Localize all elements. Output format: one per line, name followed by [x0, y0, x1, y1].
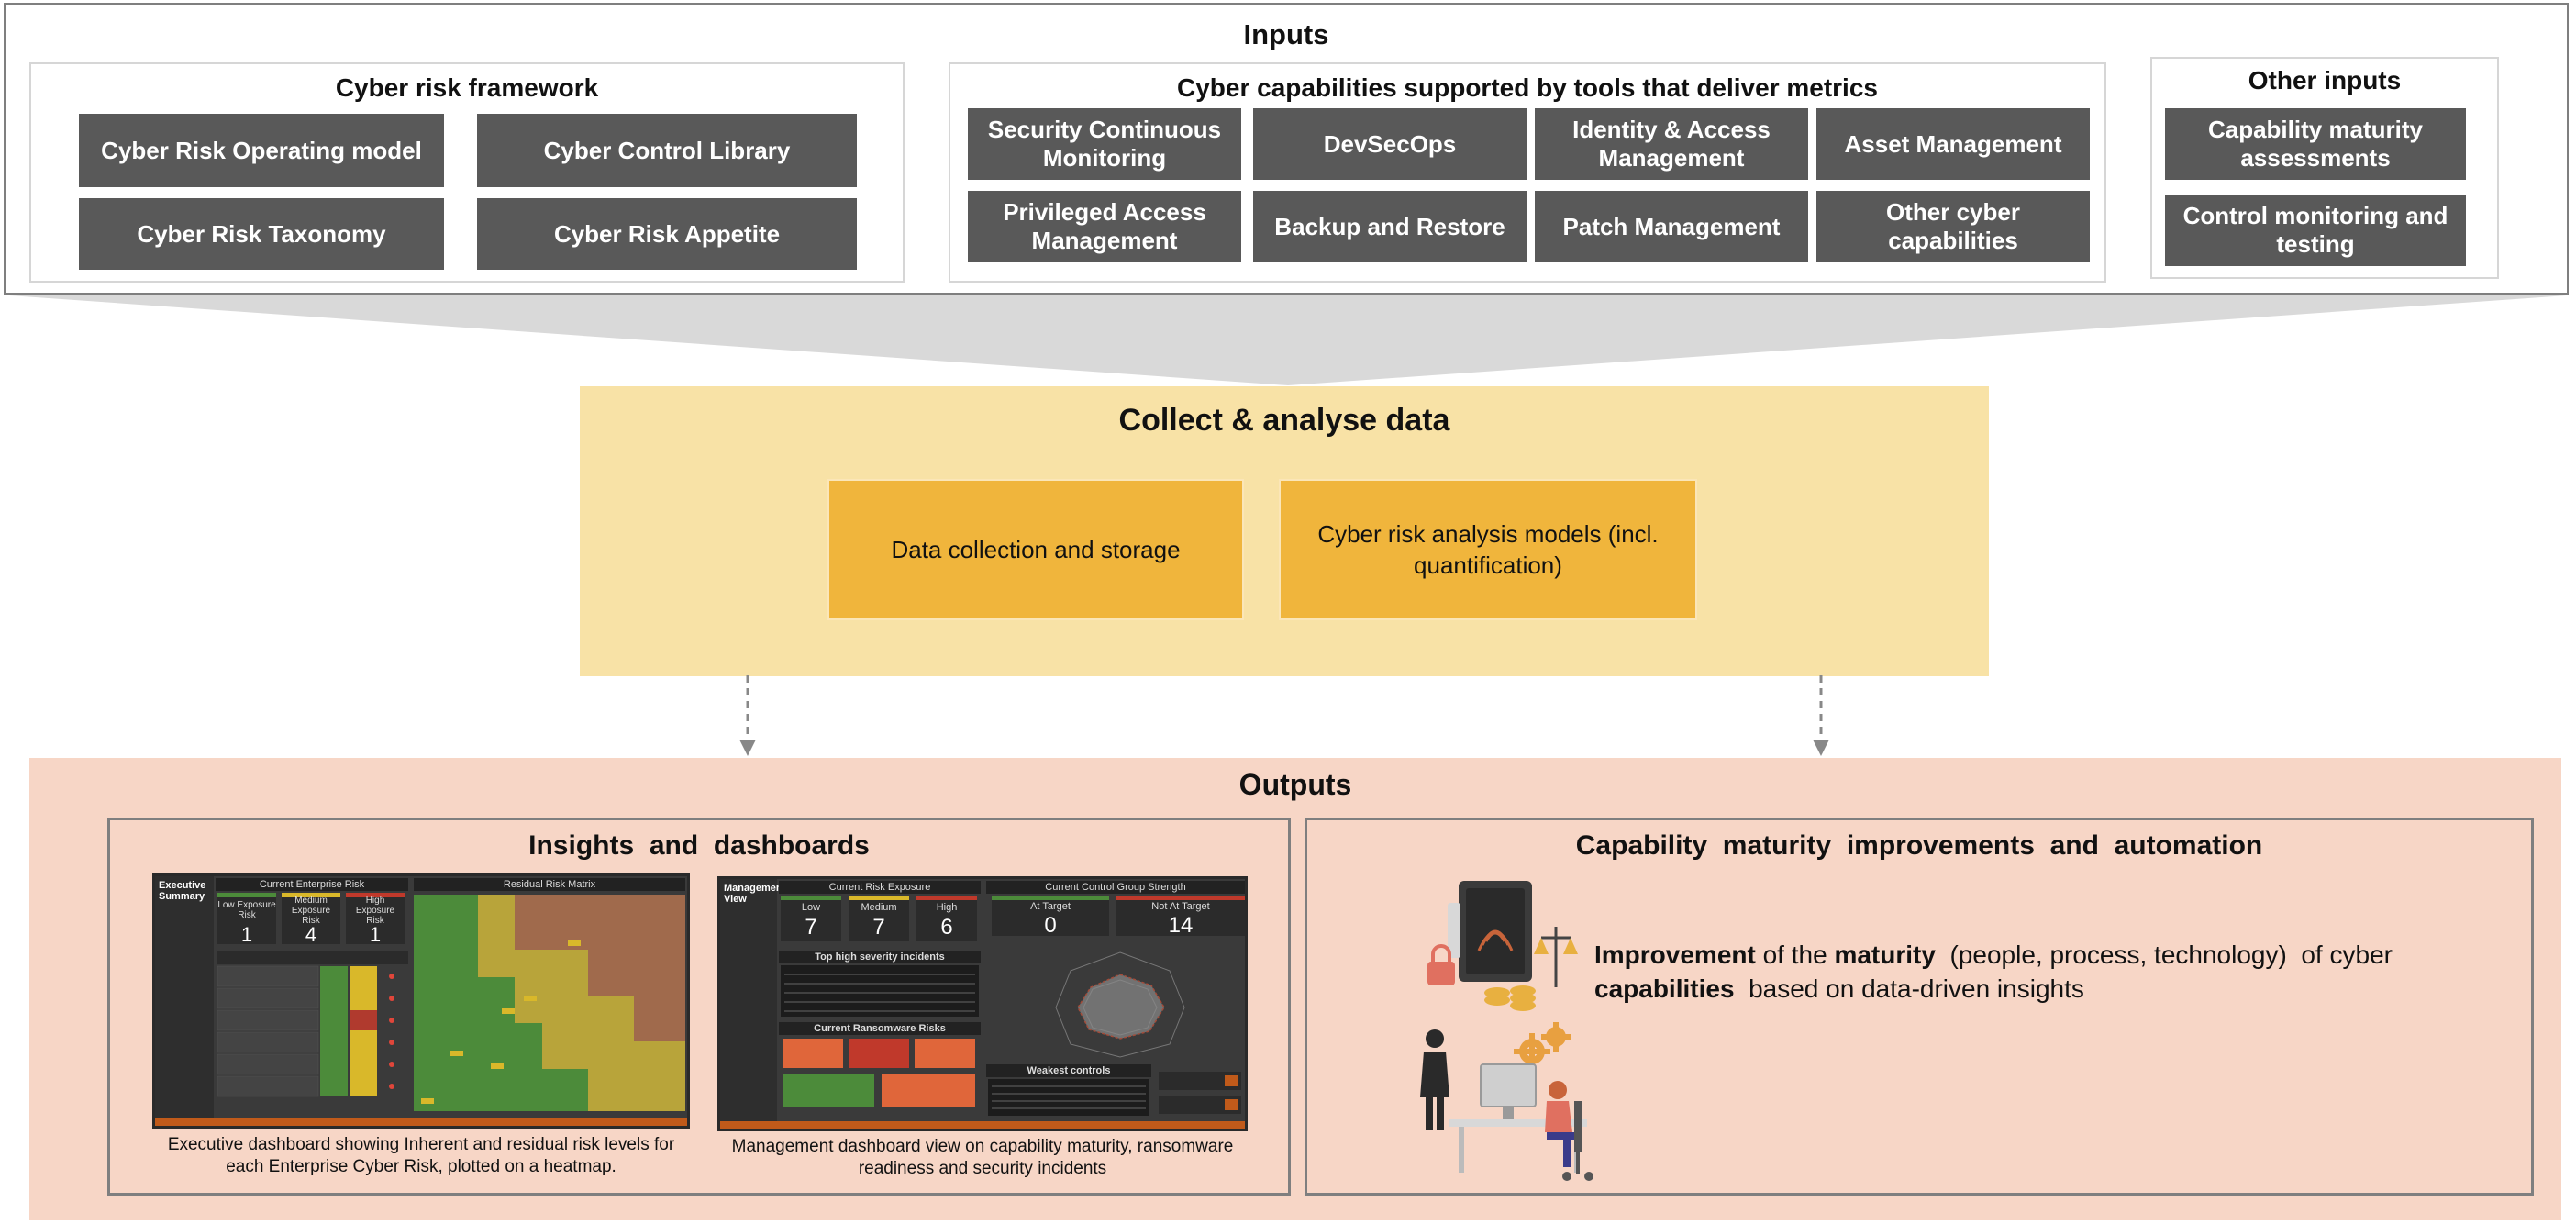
kpi-value: 7	[805, 915, 817, 940]
mgmt-kpi-medium: Medium 7	[849, 896, 909, 941]
capability-item: Asset Management	[1816, 108, 2090, 180]
kpi-label: High	[936, 902, 958, 913]
capability-item: Privileged Access Management	[968, 191, 1241, 262]
mgmt-side-title: Management View	[724, 883, 786, 905]
mgmt-target-at: At Target 0	[992, 896, 1109, 938]
other-inputs-title: Other inputs	[2248, 66, 2402, 95]
target-value: 14	[1168, 913, 1194, 938]
mgmt-dashboard-caption: Management dashboard view on capability …	[731, 1137, 1234, 1178]
outputs-title: Outputs	[1238, 767, 1352, 801]
mgmt-incidents-table	[781, 965, 979, 1017]
capability-title: Capability maturity improvements and aut…	[1575, 830, 2263, 861]
capability-item: Backup and Restore	[1253, 191, 1527, 262]
exec-side-title: Executive Summary	[159, 880, 206, 902]
text-part: capabilities	[1594, 974, 1735, 1003]
capabilities-title: Cyber capabilities supported by tools th…	[1177, 73, 1878, 102]
mgmt-target-not: Not At Target 14	[1116, 896, 1245, 938]
text-part: of the	[1755, 940, 1835, 969]
insights-title: Insights and dashboards	[528, 830, 870, 861]
capability-item: Other cyber capabilities	[1816, 191, 2090, 262]
arrow-left	[739, 675, 756, 756]
mgmt-radar-chart	[1055, 951, 1185, 1058]
framework-item: Cyber Risk Appetite	[477, 198, 857, 270]
capability-item: Patch Management	[1535, 191, 1808, 262]
executive-dashboard: Executive Summary Current Enterprise Ris…	[152, 873, 690, 1129]
target-label: At Target	[1030, 901, 1071, 912]
kpi-value: 7	[872, 915, 885, 940]
mgmt-sidebar	[720, 879, 777, 1129]
arrow-right	[1813, 675, 1829, 756]
kpi-label: Low Exposure Risk	[217, 900, 276, 920]
other-input-item: Capability maturity assessments	[2165, 108, 2466, 180]
kpi-label: Medium	[861, 902, 897, 913]
exec-dashboard-caption: Executive dashboard showing Inherent and…	[167, 1135, 675, 1176]
kpi-label: Medium Exposure Risk	[291, 895, 331, 926]
exec-kpi-medium: Medium Exposure Risk 4	[282, 893, 340, 946]
other-input-item: Control monitoring and testing	[2165, 195, 2466, 266]
collect-item: Data collection and storage	[827, 479, 1244, 620]
kpi-label: High Exposure Risk	[355, 895, 395, 926]
framework-item: Cyber Risk Taxonomy	[79, 198, 444, 270]
kpi-value: 1	[240, 923, 253, 946]
exec-risk-table	[217, 951, 408, 1097]
mgmt-ransomware-title: Current Ransomware Risks	[779, 1022, 981, 1035]
framework-item: Cyber Control Library	[477, 114, 857, 187]
text-part: (people, process, technology) of cyber	[1935, 940, 2400, 969]
target-label: Not At Target	[1151, 901, 1210, 912]
text-part: Improvement	[1594, 940, 1756, 969]
management-dashboard: Management View Current Risk Exposure Cu…	[717, 876, 1248, 1131]
exec-footer	[155, 1118, 687, 1126]
capability-panel	[1305, 818, 2534, 1196]
kpi-value: 4	[305, 923, 317, 946]
mgmt-header-left: Current Risk Exposure	[779, 881, 981, 894]
target-value: 0	[1044, 913, 1057, 938]
mgmt-weakest-title: Weakest controls	[986, 1064, 1151, 1077]
exec-kpi-high: High Exposure Risk 1	[346, 893, 405, 946]
collect-title: Collect & analyse data	[1118, 402, 1450, 438]
text-part: maturity	[1834, 940, 1936, 969]
mgmt-header-right: Current Control Group Strength	[986, 881, 1245, 894]
mgmt-incidents-title: Top high severity incidents	[779, 951, 981, 963]
exec-header-left: Current Enterprise Risk	[216, 878, 408, 891]
framework-item: Cyber Risk Operating model	[79, 114, 444, 187]
collect-item: Cyber risk analysis models (incl. quanti…	[1279, 479, 1697, 620]
funnel-shape	[9, 295, 2567, 385]
capability-item: Identity & Access Management	[1535, 108, 1808, 180]
insights-panel	[107, 818, 1291, 1196]
capability-illustration	[1420, 881, 1593, 1181]
mgmt-footer	[720, 1121, 1245, 1129]
exec-header-right: Residual Risk Matrix	[414, 878, 685, 891]
kpi-value: 1	[369, 923, 382, 946]
capability-item: Security Continuous Monitoring	[968, 108, 1241, 180]
kpi-label: Low	[801, 902, 821, 913]
kpi-value: 6	[940, 915, 953, 940]
mgmt-side-boxes	[1159, 1072, 1241, 1114]
capability-item: DevSecOps	[1253, 108, 1527, 180]
inputs-title: Inputs	[1243, 18, 1329, 50]
exec-kpi-low: Low Exposure Risk 1	[217, 893, 276, 946]
mgmt-weakest-table	[988, 1079, 1149, 1116]
framework-title: Cyber risk framework	[335, 73, 599, 102]
mgmt-kpi-high: High 6	[916, 896, 977, 941]
mgmt-ransomware-grid	[783, 1039, 975, 1107]
exec-heatmap	[414, 895, 685, 1111]
exec-sidebar	[155, 876, 214, 1126]
text-part: based on data-driven insights	[1734, 974, 2084, 1003]
capability-text: Improvement of the maturity (people, pro…	[1594, 904, 2475, 1006]
mgmt-kpi-low: Low 7	[781, 896, 841, 941]
